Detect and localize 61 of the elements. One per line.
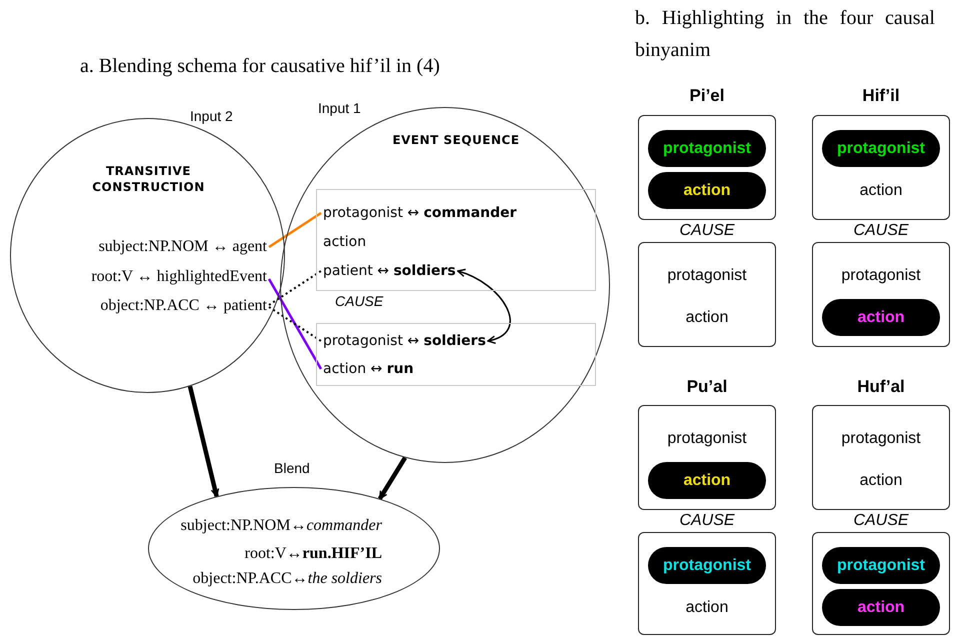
panel-box	[638, 405, 776, 510]
highlight-pill: protagonist	[822, 547, 940, 584]
mapping-text: object:NP.ACC ↔ patient	[100, 296, 267, 316]
highlight-pill: action	[648, 172, 766, 209]
space-label: Input 1	[318, 100, 361, 116]
blend-ellipse	[148, 487, 440, 610]
relation-label: CAUSE	[853, 222, 909, 240]
mapping-line	[268, 278, 322, 370]
space-label: Blend	[274, 460, 310, 476]
heading-text: TRANSITIVE CONSTRUCTION	[91, 163, 206, 195]
mapping-text: subject:NP.NOM ↔ agent	[98, 237, 267, 257]
highlight-pill: protagonist	[822, 130, 940, 167]
binyan-heading: Huf’al	[857, 377, 905, 397]
subfigure-caption: b. Highlighting in the four causal binyanim	[635, 6, 935, 63]
mapping-line	[268, 212, 322, 248]
role-text: protagonist	[840, 429, 922, 449]
space-label: Input 2	[190, 108, 233, 124]
mapping-text: patient ↔ soldiers	[323, 261, 456, 281]
mapping-text: action ↔ run	[323, 359, 414, 379]
projection-arrow	[378, 456, 407, 500]
panel-box	[812, 532, 950, 635]
binyan-heading: Pi’el	[690, 86, 724, 106]
panel-box	[638, 115, 776, 220]
highlight-pill: protagonist	[648, 130, 766, 167]
relation-label: CAUSE	[853, 512, 909, 530]
event-frame	[316, 189, 596, 291]
mapping-text: action	[323, 232, 366, 252]
event-frame	[316, 323, 596, 386]
panel-box	[812, 242, 950, 347]
role-text: action	[858, 471, 904, 491]
highlight-pill: protagonist	[648, 547, 766, 584]
panel-box	[638, 532, 776, 635]
curved-arrow	[457, 269, 511, 344]
heading-text: EVENT SEQUENCE	[391, 132, 521, 148]
role-text: protagonist	[666, 429, 748, 449]
mapping-text: root:V ↔ highlightedEvent	[91, 267, 267, 287]
highlight-pill: action	[648, 462, 766, 499]
projection-arrow	[188, 386, 220, 498]
role-text: action	[684, 598, 730, 618]
relation-label: CAUSE	[679, 512, 735, 530]
blend-text: object:NP.ACC↔the soldiers	[192, 569, 382, 589]
highlight-pill: action	[822, 299, 940, 336]
relation-label: CAUSE	[679, 222, 735, 240]
panel-box	[812, 405, 950, 510]
highlight-pill: action	[822, 589, 940, 626]
role-text: action	[684, 308, 730, 328]
panel-box	[812, 115, 950, 220]
binyan-heading: Hif’il	[862, 86, 900, 106]
mapping-text: protagonist ↔ commander	[323, 203, 517, 223]
relation-label: CAUSE	[335, 293, 384, 309]
blend-text: root:V↔run.HIF’IL	[244, 544, 382, 564]
role-text: action	[858, 181, 904, 201]
dotted-mapping-line	[268, 306, 322, 342]
blend-text: subject:NP.NOM↔commander	[180, 516, 382, 536]
panel-box	[638, 242, 776, 347]
dotted-mapping-line	[268, 270, 322, 306]
mapping-text: protagonist ↔ soldiers	[323, 331, 486, 351]
role-text: protagonist	[840, 266, 922, 286]
subfigure-caption: a. Blending schema for causative hif’il in (4)	[80, 54, 440, 79]
binyan-heading: Pu’al	[686, 377, 728, 397]
role-text: protagonist	[666, 266, 748, 286]
